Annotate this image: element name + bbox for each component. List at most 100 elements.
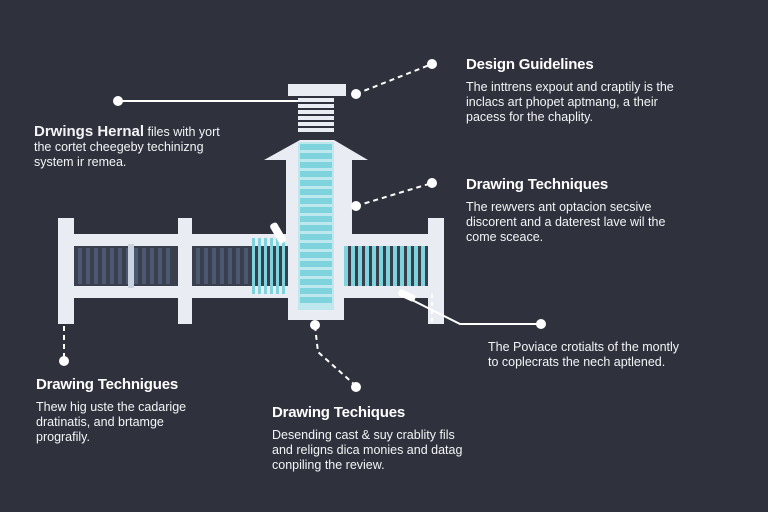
- dot-tee-bottom: [310, 320, 320, 330]
- neck-ring: [298, 122, 334, 126]
- fin-accent: [372, 246, 376, 286]
- fin-accent: [264, 238, 267, 294]
- cyan-fins-left: [252, 238, 285, 294]
- fin: [142, 248, 146, 284]
- callout-line: discorent and a daterest lave wil the: [466, 215, 666, 229]
- left-end-flange: [58, 218, 74, 324]
- slat: [300, 234, 332, 240]
- neck-rings: [298, 98, 334, 132]
- callout-line: Desending cast & suy crablity fils: [272, 428, 455, 442]
- dot-techniques-left: [59, 356, 69, 366]
- fin: [118, 248, 122, 284]
- neck-ring: [298, 98, 334, 102]
- dot-techniques-right: [427, 178, 437, 188]
- fin: [150, 248, 154, 284]
- fin: [228, 248, 232, 284]
- neck-ring: [298, 110, 334, 114]
- fin: [94, 248, 98, 284]
- fin: [212, 248, 216, 284]
- fin: [134, 248, 138, 284]
- fin: [110, 248, 114, 284]
- fin: [102, 248, 106, 284]
- leader-techniques-right: [355, 182, 433, 207]
- leader-techiques-mid: [314, 325, 357, 387]
- callout-body: Desending cast & suy crablity fils and r…: [272, 428, 462, 473]
- callout-title: Drawing Techiques: [272, 404, 406, 421]
- slat: [300, 207, 332, 213]
- fin-accent: [365, 246, 369, 286]
- slat: [300, 270, 332, 276]
- leader-design-guidelines: [355, 63, 433, 95]
- slat: [300, 243, 332, 249]
- inner-ring-left: [128, 244, 134, 288]
- callout-drawing-techniques-left: Drawing Technigues Thew hig uste the cad…: [36, 376, 186, 445]
- dot-design-guidelines-end: [427, 59, 437, 69]
- slat: [300, 225, 332, 231]
- slat: [300, 153, 332, 159]
- slat: [300, 216, 332, 222]
- fin-accent: [407, 246, 411, 286]
- callout-line: The rewvers ant optacion secsive: [466, 200, 652, 214]
- fin: [244, 248, 248, 284]
- fin: [158, 248, 162, 284]
- slat: [300, 144, 332, 150]
- callout-line: The inttrens expout and craptily is the: [466, 80, 674, 94]
- callout-bottom-right: The Poviace crotialts of the montly to c…: [488, 340, 679, 370]
- horizontal-pipe: [58, 218, 444, 324]
- neck-ring: [298, 104, 334, 108]
- fin-accent: [258, 238, 261, 294]
- fin-accent: [276, 238, 279, 294]
- fin: [236, 248, 240, 284]
- callout-title: Drwings Hernal: [34, 123, 145, 140]
- slat: [300, 198, 332, 204]
- neck-ring: [298, 116, 334, 120]
- leader-bottom-right: [407, 297, 540, 325]
- fin: [166, 248, 170, 284]
- callout-dots: [59, 59, 546, 392]
- callout-body: Thew hig uste the cadarige dratinatis, a…: [36, 400, 186, 445]
- fin-accent: [344, 246, 348, 286]
- callout-line: the cortet cheegeby techinizng: [34, 140, 204, 154]
- callout-line: inclacs art phopet aptmang, a their: [466, 95, 658, 109]
- fin: [204, 248, 208, 284]
- slat: [300, 171, 332, 177]
- left-inner-flange: [178, 218, 192, 324]
- callout-body: The inttrens expout and craptily is the …: [466, 80, 674, 125]
- callout-body: The Poviace crotialts of the montly to c…: [488, 340, 679, 370]
- slat: [300, 180, 332, 186]
- callout-title: Drawing Techniques: [466, 176, 608, 193]
- callout-first-line: Drwings Hernal files with yort: [34, 124, 220, 140]
- dot-techiques-mid: [351, 382, 361, 392]
- fin-accent: [386, 246, 390, 286]
- callout-design-guidelines: Design Guidelines The inttrens expout an…: [466, 56, 674, 125]
- vertical-pipe: [264, 84, 416, 320]
- pipe-pin: [270, 222, 286, 244]
- slat: [300, 189, 332, 195]
- callout-line: come sceace.: [466, 230, 544, 244]
- fin-accent: [393, 246, 397, 286]
- fin-accent: [351, 246, 355, 286]
- callout-line: The Poviace crotialts of the montly: [488, 340, 680, 354]
- fin-accent: [252, 238, 255, 294]
- callout-body: Drwings Hernal files with yort the corte…: [34, 124, 220, 170]
- dot-design-guidelines-start: [351, 89, 361, 99]
- fin: [86, 248, 90, 284]
- callout-line: and religns dica monies and datag: [272, 443, 463, 457]
- fin-accent: [379, 246, 383, 286]
- top-cap: [288, 84, 346, 96]
- callout-line: dratinatis, and brtamge: [36, 415, 164, 429]
- slat: [300, 252, 332, 258]
- callout-line: to coplecrats the nech aptlened.: [488, 355, 666, 369]
- fin: [196, 248, 200, 284]
- callout-hernal-files: Drwings Hernal files with yort the corte…: [34, 124, 220, 170]
- callout-line: system ir remea.: [34, 155, 127, 169]
- fin: [78, 248, 82, 284]
- leader-lines: [63, 63, 540, 387]
- callout-body: The rewvers ant optacion secsive discore…: [466, 200, 665, 245]
- fin-accent: [282, 238, 285, 294]
- fin-accent: [358, 246, 362, 286]
- callout-title: Drawing Technigues: [36, 376, 178, 393]
- callout-line: Thew hig uste the cadarige: [36, 400, 187, 414]
- dot-techniques-right-start: [351, 201, 361, 211]
